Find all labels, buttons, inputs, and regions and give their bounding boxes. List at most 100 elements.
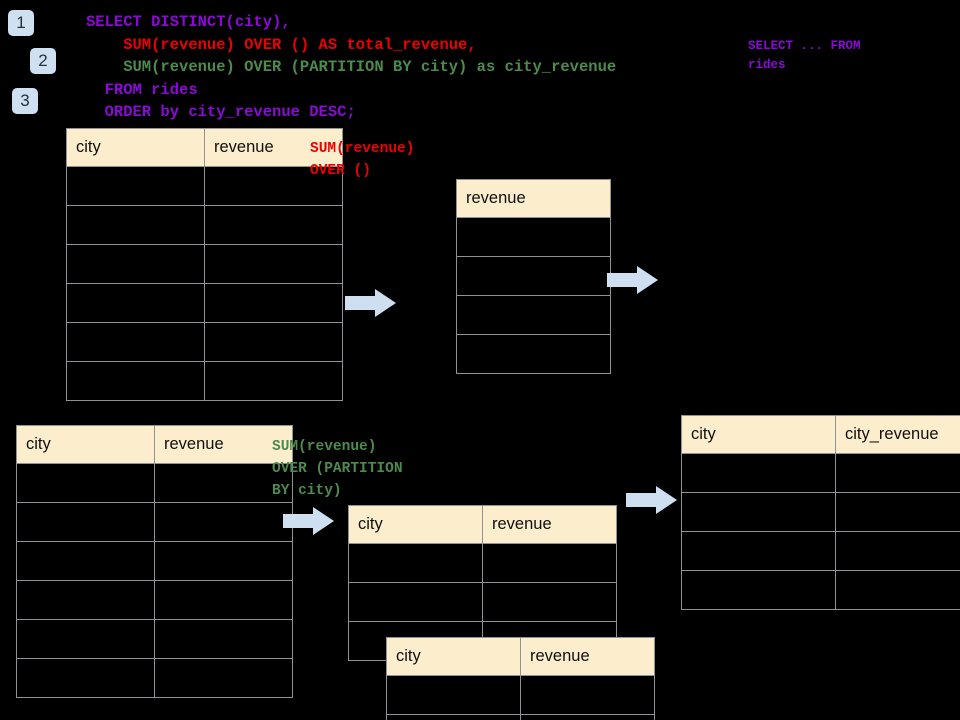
cell-city bbox=[66, 361, 205, 401]
column-header-revenue: revenue bbox=[456, 179, 611, 218]
table-row bbox=[681, 453, 960, 493]
cell-revenue bbox=[204, 283, 343, 323]
cell-revenue bbox=[482, 582, 617, 622]
step-badge-2[interactable]: 2 bbox=[30, 48, 56, 74]
column-header-city: city bbox=[681, 415, 836, 454]
cell-revenue bbox=[154, 502, 293, 542]
column-header-revenue: revenue bbox=[204, 128, 343, 167]
sql-line-sum-over-empty: SUM(revenue) OVER () AS total_revenue, bbox=[86, 36, 477, 54]
cell-revenue bbox=[456, 334, 611, 374]
cell-revenue bbox=[204, 244, 343, 284]
annotation-select-from-rides: SELECT ... FROM rides bbox=[748, 39, 861, 72]
table-header-row: city revenue bbox=[348, 505, 617, 544]
partition-group-table-front: city revenue bbox=[386, 637, 655, 720]
step-badge-3[interactable]: 3 bbox=[12, 88, 38, 114]
table-row bbox=[681, 570, 960, 610]
cell-city bbox=[681, 492, 836, 532]
cell-revenue bbox=[154, 463, 293, 503]
annotation-sum-over-empty: SUM(revenue) OVER () bbox=[310, 141, 415, 179]
cell-city bbox=[681, 453, 836, 493]
cell-city bbox=[386, 675, 521, 715]
column-header-city: city bbox=[386, 637, 521, 676]
table-row bbox=[66, 244, 343, 284]
column-header-city: city bbox=[66, 128, 205, 167]
cell-revenue bbox=[154, 658, 293, 698]
cell-revenue bbox=[154, 619, 293, 659]
cell-city bbox=[16, 502, 155, 542]
cell-city bbox=[386, 714, 521, 720]
cell-city bbox=[66, 283, 205, 323]
sql-line-from-rides: FROM rides bbox=[86, 81, 198, 99]
column-header-city: city bbox=[348, 505, 483, 544]
cell-city-revenue bbox=[835, 531, 960, 571]
cell-revenue bbox=[204, 322, 343, 362]
table-row bbox=[66, 322, 343, 362]
city-revenue-result-table: city city_revenue bbox=[681, 415, 960, 610]
cell-city bbox=[348, 543, 483, 583]
partition-group-table-back: city revenue bbox=[348, 505, 617, 661]
table-header-row: city revenue bbox=[16, 425, 293, 464]
cell-city-revenue bbox=[835, 570, 960, 610]
column-header-city: city bbox=[16, 425, 155, 464]
arrow-total-to-result bbox=[607, 265, 659, 295]
table-header-row: city revenue bbox=[386, 637, 655, 676]
table-row bbox=[681, 531, 960, 571]
cell-city bbox=[16, 463, 155, 503]
table-row bbox=[16, 619, 293, 659]
arrow-source-to-total bbox=[345, 288, 397, 318]
table-row bbox=[456, 334, 611, 374]
cell-revenue bbox=[154, 580, 293, 620]
table-row bbox=[66, 166, 343, 206]
cell-city bbox=[66, 322, 205, 362]
cell-revenue bbox=[520, 714, 655, 720]
total-revenue-table: revenue bbox=[456, 179, 611, 374]
table-row bbox=[16, 580, 293, 620]
table-header-row: revenue bbox=[456, 179, 611, 218]
table-row bbox=[66, 205, 343, 245]
cell-city bbox=[681, 570, 836, 610]
cell-revenue bbox=[520, 675, 655, 715]
cell-revenue bbox=[154, 541, 293, 581]
cell-city bbox=[66, 244, 205, 284]
cell-revenue bbox=[456, 256, 611, 296]
table-row bbox=[16, 658, 293, 698]
cell-city bbox=[681, 531, 836, 571]
table-row bbox=[386, 714, 655, 720]
table-header-row: city city_revenue bbox=[681, 415, 960, 454]
table-row bbox=[456, 295, 611, 335]
annotation-sum-over-partition: SUM(revenue) OVER (PARTITION BY city) bbox=[272, 439, 403, 499]
sql-line-sum-over-partition: SUM(revenue) OVER (PARTITION BY city) as… bbox=[86, 58, 617, 76]
column-header-revenue: revenue bbox=[154, 425, 293, 464]
rides-source-table-partition: city revenue bbox=[16, 425, 293, 698]
arrow-partition-to-result bbox=[626, 485, 678, 515]
cell-revenue bbox=[204, 205, 343, 245]
table-row bbox=[386, 675, 655, 715]
table-row bbox=[16, 502, 293, 542]
cell-city bbox=[16, 658, 155, 698]
cell-city-revenue bbox=[835, 453, 960, 493]
cell-city bbox=[16, 541, 155, 581]
table-row bbox=[66, 283, 343, 323]
arrow-source-to-partition bbox=[283, 506, 335, 536]
sql-line-select-distinct: SELECT DISTINCT(city), bbox=[86, 13, 291, 31]
column-header-city-revenue: city_revenue bbox=[835, 415, 960, 454]
cell-city bbox=[16, 580, 155, 620]
cell-city-revenue bbox=[835, 492, 960, 532]
table-row bbox=[348, 543, 617, 583]
rides-source-table: city revenue bbox=[66, 128, 343, 401]
cell-revenue bbox=[456, 217, 611, 257]
column-header-revenue: revenue bbox=[520, 637, 655, 676]
table-row bbox=[456, 217, 611, 257]
table-row bbox=[348, 582, 617, 622]
cell-city bbox=[16, 619, 155, 659]
column-header-revenue: revenue bbox=[482, 505, 617, 544]
table-row bbox=[16, 541, 293, 581]
table-row bbox=[681, 492, 960, 532]
step-badge-1[interactable]: 1 bbox=[8, 10, 34, 36]
table-header-row: city revenue bbox=[66, 128, 343, 167]
table-row bbox=[456, 256, 611, 296]
cell-revenue bbox=[204, 361, 343, 401]
table-row bbox=[16, 463, 293, 503]
cell-revenue bbox=[482, 543, 617, 583]
cell-revenue bbox=[456, 295, 611, 335]
